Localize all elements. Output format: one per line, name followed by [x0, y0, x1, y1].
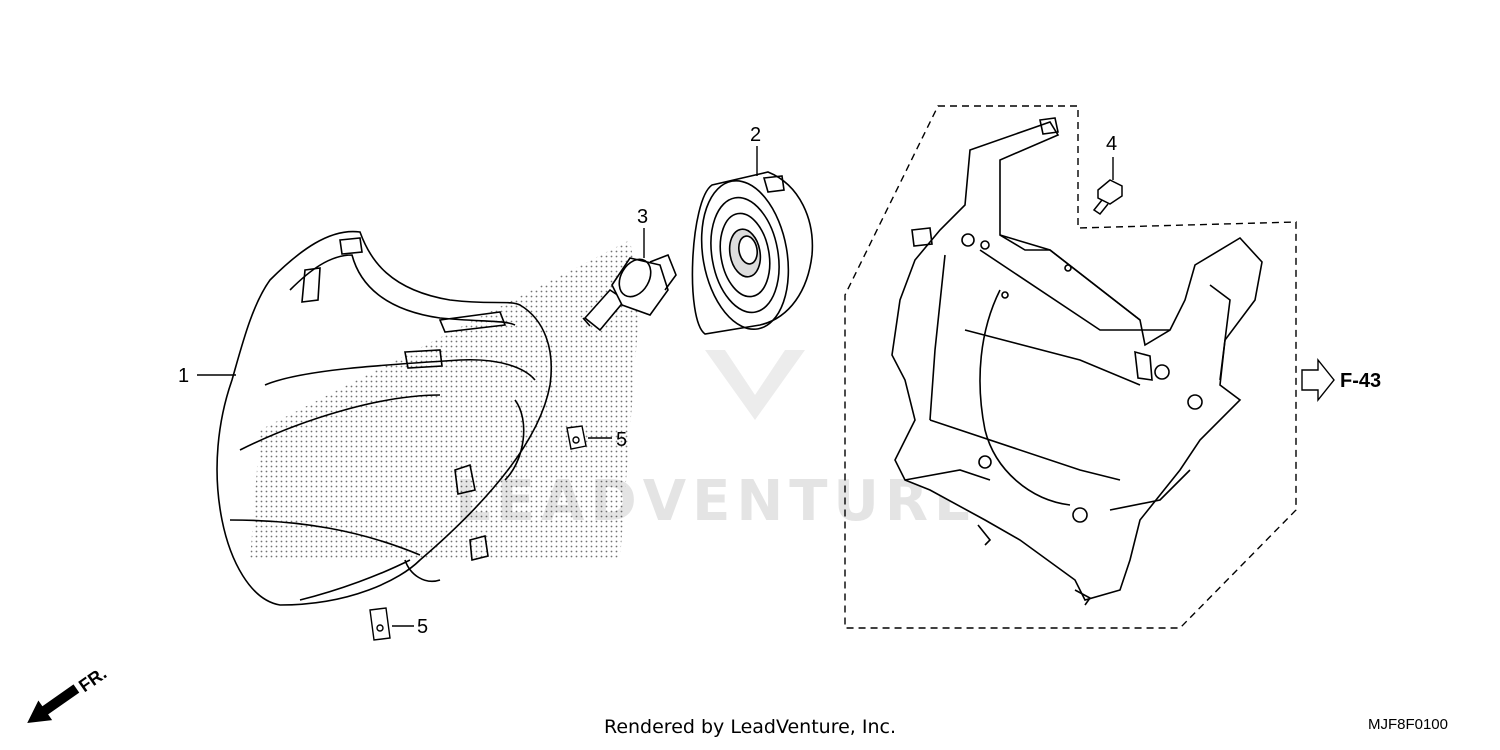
callout-2: 2 [750, 124, 761, 146]
callout-1: 1 [178, 365, 189, 387]
front-direction-label: FR. [75, 663, 110, 696]
callout-5-upper: 5 [616, 429, 627, 451]
footer-credit: Rendered by LeadVenture, Inc. [603, 716, 897, 738]
light-beam-shading [250, 240, 640, 560]
headlight-assembly [216, 230, 552, 606]
reference-arrow [1301, 358, 1335, 402]
stay-group-outline [844, 105, 1297, 629]
callout-4: 4 [1106, 133, 1117, 155]
callout-3: 3 [637, 206, 648, 228]
reference-label: F-43 [1340, 370, 1381, 392]
clip-upper [566, 425, 587, 450]
callout-5-lower: 5 [417, 616, 428, 638]
clip-lower [369, 607, 391, 641]
bolt [1092, 179, 1123, 216]
diagram-code: MJF8F0100 [1367, 716, 1448, 733]
headlight-bulb [582, 253, 677, 332]
headlight-stay [891, 117, 1263, 606]
dust-cover [691, 171, 814, 335]
